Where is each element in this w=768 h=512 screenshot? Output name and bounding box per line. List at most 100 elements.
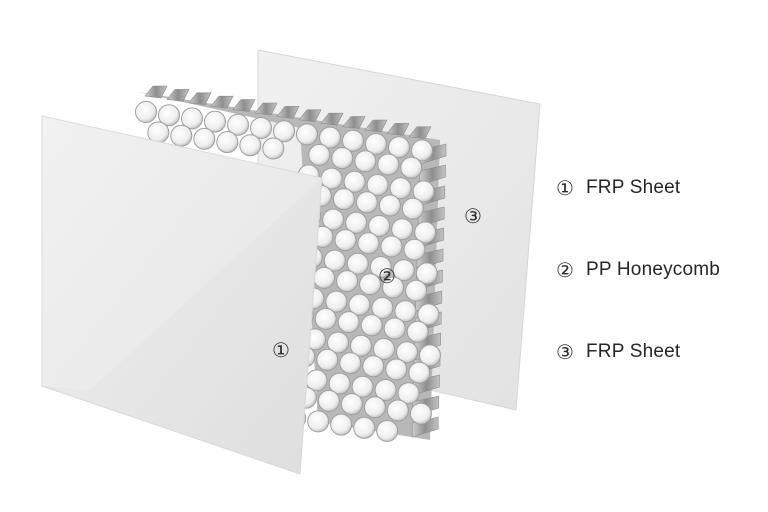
honeycomb-cell xyxy=(360,314,383,337)
legend-label: FRP Sheet xyxy=(586,177,681,198)
honeycomb-cell xyxy=(397,382,420,405)
honeycomb-cell xyxy=(353,416,376,439)
honeycomb-fin xyxy=(364,119,388,133)
honeycomb-cell xyxy=(346,252,369,275)
honeycomb-cell xyxy=(343,170,366,193)
honeycomb-top-fins xyxy=(144,85,432,140)
honeycomb-cell xyxy=(317,389,340,412)
honeycomb-cell xyxy=(396,341,418,364)
honeycomb-cell xyxy=(250,117,272,139)
honeycomb-cell xyxy=(386,399,409,422)
marker-frp-sheet-front: ① xyxy=(272,338,290,362)
honeycomb-cell xyxy=(371,297,394,319)
honeycomb-cell xyxy=(383,317,406,340)
honeycomb-cell xyxy=(359,273,382,296)
honeycomb-cell xyxy=(328,372,351,395)
honeycomb-cell xyxy=(374,379,397,401)
honeycomb-cell xyxy=(400,156,423,179)
legend-number: ③ xyxy=(556,340,574,364)
honeycomb-cell xyxy=(408,361,431,384)
honeycomb-cell xyxy=(330,413,353,436)
honeycomb-cells xyxy=(135,101,441,442)
honeycomb-fin xyxy=(144,85,168,99)
honeycomb-cell xyxy=(388,136,410,159)
honeycomb-cell xyxy=(419,344,441,367)
honeycomb-cell xyxy=(316,348,339,371)
honeycomb-cell xyxy=(380,235,403,258)
honeycomb-cell xyxy=(403,238,426,261)
honeycomb-cell xyxy=(350,334,372,357)
honeycomb-cell xyxy=(314,307,337,330)
honeycomb-cell xyxy=(382,276,405,299)
front-frp-sheet xyxy=(41,115,323,475)
honeycomb-cell xyxy=(193,127,216,150)
honeycomb-cell xyxy=(389,177,412,200)
honeycomb-fin xyxy=(408,126,432,140)
honeycomb-cell xyxy=(170,124,193,147)
honeycomb-cell xyxy=(417,303,440,326)
honeycomb-cell xyxy=(327,331,349,354)
honeycomb-cell xyxy=(354,150,377,173)
honeycomb-cell xyxy=(322,208,345,231)
honeycomb-cell xyxy=(345,211,368,234)
honeycomb-cell xyxy=(336,270,359,293)
honeycomb-cell xyxy=(337,311,360,334)
honeycomb-cell xyxy=(348,293,371,316)
honeycomb-cell xyxy=(365,133,387,155)
legend-item-frp-sheet-2: ③ FRP Sheet xyxy=(556,338,761,366)
honeycomb-cell xyxy=(412,180,435,203)
honeycomb-cell xyxy=(342,129,364,152)
honeycomb-cell xyxy=(239,134,262,157)
honeycomb-cell xyxy=(204,110,226,133)
honeycomb-cell xyxy=(334,229,357,252)
honeycomb-cell xyxy=(406,320,429,343)
honeycomb-fin xyxy=(254,102,278,116)
honeycomb-cell xyxy=(368,215,391,237)
honeycomb-cell xyxy=(227,113,249,136)
honeycomb-fin xyxy=(342,116,366,129)
legend-number: ① xyxy=(556,176,574,200)
honeycomb-cell xyxy=(323,249,346,272)
honeycomb-cell xyxy=(339,352,362,375)
front-sheet-highlight xyxy=(42,116,322,390)
honeycomb-cell xyxy=(405,279,428,302)
honeycomb-cell xyxy=(391,218,414,241)
honeycomb-cell xyxy=(332,188,355,211)
honeycomb-fin xyxy=(232,99,256,112)
legend-item-pp-honeycomb: ② PP Honeycomb xyxy=(556,256,761,284)
marker-frp-sheet-back: ③ xyxy=(464,204,482,228)
honeycomb-cell xyxy=(362,355,385,378)
honeycomb-cell xyxy=(385,358,408,381)
honeycomb-cell xyxy=(325,290,348,313)
honeycomb-fin xyxy=(298,109,322,123)
honeycomb-cell xyxy=(376,420,399,442)
honeycomb-cell xyxy=(262,137,285,160)
honeycomb-cell xyxy=(409,402,432,425)
honeycomb-cell xyxy=(307,410,330,433)
honeycomb-fin xyxy=(419,164,446,186)
honeycomb-fin xyxy=(386,123,410,136)
honeycomb-cell xyxy=(340,393,363,416)
honeycomb-cell xyxy=(273,120,295,143)
honeycomb-fin xyxy=(320,112,344,126)
honeycomb-fin xyxy=(210,95,234,109)
honeycomb-fin xyxy=(276,106,300,119)
honeycomb-cell xyxy=(357,232,380,255)
honeycomb-fin xyxy=(166,89,190,102)
honeycomb-cell xyxy=(351,375,374,398)
legend: ① FRP Sheet ② PP Honeycomb ③ FRP Sheet xyxy=(556,174,761,420)
honeycomb-fin xyxy=(188,92,212,106)
legend-number: ② xyxy=(556,258,574,282)
honeycomb-cell xyxy=(355,191,378,214)
honeycomb-cell xyxy=(411,139,433,162)
honeycomb-cell xyxy=(378,194,401,217)
marker-pp-honeycomb: ② xyxy=(378,264,396,288)
honeycomb-cell xyxy=(216,131,239,154)
honeycomb-cell xyxy=(377,153,400,176)
honeycomb-cell xyxy=(415,262,438,285)
honeycomb-cell xyxy=(392,259,415,282)
honeycomb-cell xyxy=(308,143,331,166)
honeycomb-cell xyxy=(414,221,437,244)
honeycomb-cell xyxy=(158,104,180,127)
pp-honeycomb-core xyxy=(135,85,447,442)
